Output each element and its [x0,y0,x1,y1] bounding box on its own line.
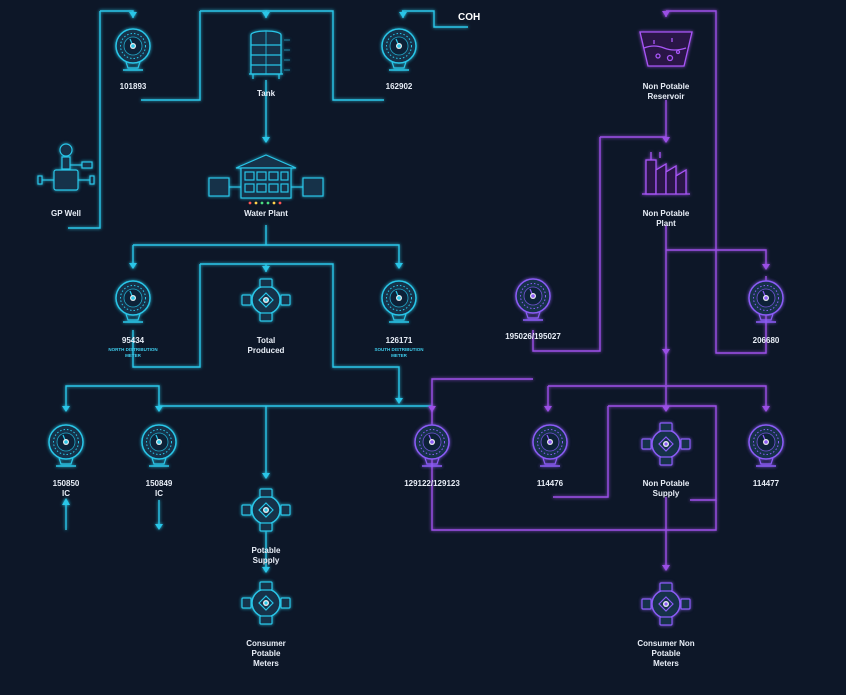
valve-icon[interactable] [641,582,691,626]
label-162902: 162902 [385,82,413,91]
meter-icon[interactable] [141,424,177,467]
label-129122: 129122/129123 [404,479,460,488]
label-101893: 101893 [119,82,147,91]
label-tank: Tank [256,89,276,98]
label-total-produced: Total Produced [247,336,285,355]
meter-icon[interactable] [48,424,84,467]
label-150849: 150849 [145,479,173,488]
valve-icon[interactable] [241,278,291,322]
meter-icon[interactable] [748,424,784,467]
label-non-potable-reservoir: Non Potable Reservoir [642,82,690,101]
non-potable-arrows [428,11,770,571]
label-95434: 95434 [121,336,145,345]
label-non-potable-supply: Non Potable Supply [642,479,690,498]
meter-icon[interactable] [115,28,151,71]
potable-connectors [65,10,468,572]
valve-icon[interactable] [241,581,291,625]
label-114476: 114476 [536,479,564,488]
status-lights [248,201,282,205]
label-water-plant: Water Plant [244,209,288,218]
sublabel-north-distribution: NORTH DISTRIBUTION METER [108,347,158,358]
sublabel-south-distribution: SOUTH DISTRIBUTION METER [374,347,424,358]
factory-icon[interactable] [642,152,690,195]
reservoir-icon[interactable] [639,31,693,67]
label-consumer-non-potable-meters: Consumer Non Potable Meters [637,639,695,668]
well-icon[interactable] [37,143,95,191]
meter-icon[interactable] [515,278,551,321]
sublabel-150850-ic: IC [62,489,70,498]
meter-icon[interactable] [381,280,417,323]
label-114477: 114477 [752,479,780,488]
plant-building-icon[interactable] [208,154,324,199]
label-non-potable-plant: Non Potable Plant [642,209,690,228]
label-206680: 206680 [752,336,780,345]
label-126171: 126171 [385,336,413,345]
valve-icon[interactable] [641,422,691,466]
meter-icon[interactable] [532,424,568,467]
potable-arrows [62,12,407,573]
label-consumer-potable-meters: Consumer Potable Meters [246,639,286,668]
label-potable-supply: Potable Supply [251,546,281,565]
coh-label: COH [458,12,481,23]
label-gp-well: GP Well [51,209,81,218]
valve-icon[interactable] [241,488,291,532]
label-195026: 195026/195027 [505,332,561,341]
meter-icon[interactable] [115,280,151,323]
meter-icon[interactable] [381,28,417,71]
tank-icon[interactable] [249,30,290,79]
sublabel-150849-ic: IC [155,489,163,498]
label-150850: 150850 [52,479,80,488]
